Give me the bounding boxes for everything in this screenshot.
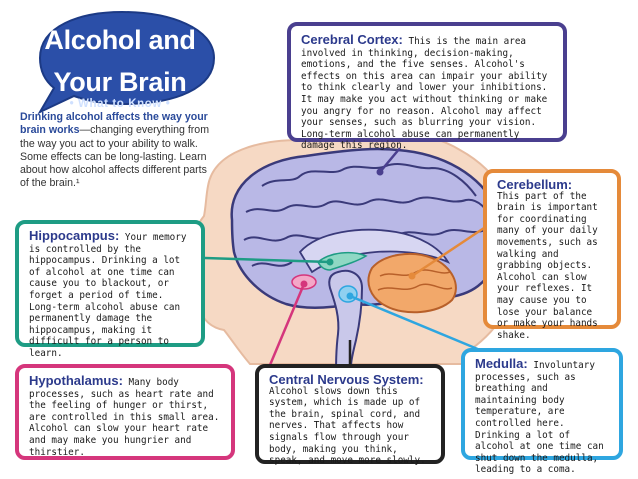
brain-cerebrum — [230, 147, 504, 310]
hypothalamus-callout: Hypothalamus: Many body processes, such … — [15, 364, 235, 460]
pointer-lines — [204, 147, 485, 366]
hippocampus-callout: Hippocampus: Your memory is controlled b… — [15, 220, 205, 359]
intro-paragraph: Drinking alcohol affects the way your br… — [20, 111, 216, 191]
cerebral-cortex-callout: Cerebral Cortex: This is the main area i… — [287, 22, 567, 151]
medulla-text: Involuntary processes, such as breathing… — [475, 360, 604, 476]
hippocampus-region — [317, 251, 368, 271]
cerebral-cortex-text: This is the main area involved in thinki… — [301, 36, 548, 152]
cns-heading: Central Nervous System: — [269, 372, 424, 387]
page-title-line1: Alcohol and — [44, 25, 196, 55]
cerebellum-heading: Cerebellum: — [497, 177, 573, 192]
medulla-callout: Medulla: Involuntary processes, such as … — [461, 348, 623, 475]
page-title-line2: Your Brain — [53, 67, 187, 97]
title-speech-bubble — [37, 10, 216, 115]
page-subtitle: • What to Know • — [69, 98, 171, 110]
cns-text: Alcohol slows down this system, which is… — [269, 385, 426, 467]
intro-lead: Drinking alcohol affects the way your br… — [20, 111, 208, 137]
hippocampus-heading: Hippocampus: — [29, 228, 120, 243]
central-nervous-system-callout: Central Nervous System: Alcohol slows do… — [255, 364, 445, 467]
title-bubble: Alcohol and Your Brain • What to Know • — [22, 12, 218, 110]
cerebellum-callout: Cerebellum: This part of the brain is im… — [483, 169, 621, 341]
cerebellum-region — [367, 252, 457, 314]
hippocampus-text: Your memory is controlled by the hippoca… — [29, 232, 187, 359]
hypothalamus-text: Many body processes, such as heart rate … — [29, 377, 220, 458]
medulla-heading: Medulla: — [475, 356, 528, 371]
hypothalamus-heading: Hypothalamus: — [29, 373, 123, 388]
intro-body: —changing everything from the way you ac… — [20, 124, 210, 190]
cerebral-cortex-heading: Cerebral Cortex: — [301, 32, 403, 47]
cerebellum-text: This part of the brain is important for … — [497, 190, 598, 341]
